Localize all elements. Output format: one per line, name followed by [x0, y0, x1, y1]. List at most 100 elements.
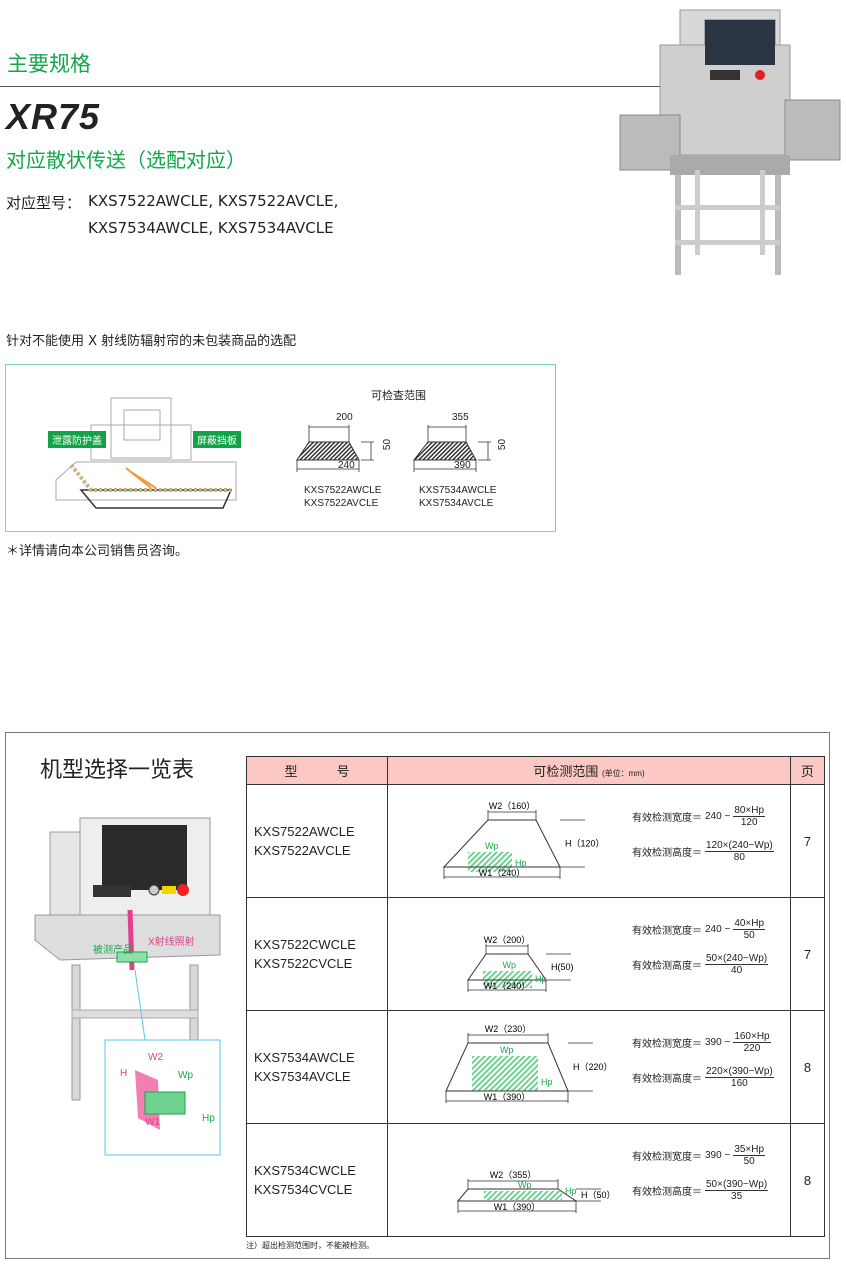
model-code: KXS7522CVCLE: [254, 956, 353, 971]
conveyor-illustration: [55, 397, 237, 509]
shape2-model-2: KXS7534AVCLE: [419, 498, 494, 509]
machine-illustration: [34, 817, 221, 1156]
height-numerator: 220×(390−Wp): [705, 1066, 774, 1078]
shape1-model-1: KXS7522AWCLE: [304, 485, 382, 496]
model-code: KXS7534CWCLE: [254, 1163, 356, 1178]
wp-label: Wp: [503, 960, 517, 970]
shape2-model-1: KXS7534AWCLE: [419, 485, 497, 496]
dim-w2-label: W2（200）: [484, 935, 531, 945]
table-row: KXS7534CWCLE KXS7534CVCLE W2（355） W1（390）…: [246, 1123, 825, 1237]
height-formula: 有效检测高度＝220×(390−Wp)160: [632, 1066, 774, 1089]
width-formula-label: 有效检测宽度＝: [632, 813, 702, 824]
model-code: KXS7534AVCLE: [254, 1069, 351, 1084]
page-number: 7: [790, 784, 825, 898]
intro-text: 针对不能使用 X 射线防辐射帘的未包装商品的选配: [6, 334, 297, 349]
conveyor-figure: 泄露防护盖 屏蔽挡板 可检查范围 200 240 50 KXS7522AWCLE…: [5, 364, 556, 532]
width-formula-label: 有效检测宽度＝: [632, 1039, 702, 1050]
header-model: 型 号: [246, 756, 388, 785]
model-code: KXS7522CWCLE: [254, 937, 356, 952]
width-formula-label: 有效检测宽度＝: [632, 926, 702, 937]
dim-w1: W1: [145, 1117, 160, 1128]
width-formula-base: 390 −: [705, 1037, 731, 1048]
hp-label: Hp: [515, 858, 527, 868]
shape1-bottom: 240: [338, 460, 355, 471]
dim-w2-label: W2（230）: [485, 1024, 532, 1034]
selection-panel: [5, 732, 830, 1259]
dim-w2-label: W2（355）: [490, 1170, 537, 1180]
width-formula-label: 有效检测宽度＝: [632, 1152, 702, 1163]
width-formula-base: 240 −: [705, 924, 731, 935]
range-shapes: [296, 425, 491, 472]
table-header: 型 号 可检测范围 (单位：mm) 页: [246, 756, 825, 785]
width-formula-base: 390 −: [705, 1150, 731, 1161]
trapezoid-diagram: W2（230） W1（390） H（220） Wp Hp: [445, 1024, 613, 1103]
model-name: XR75: [6, 96, 101, 137]
wp-label: Wp: [500, 1045, 514, 1055]
width-denominator: 50: [743, 1156, 755, 1167]
header-range-label: 可检测范围: [533, 764, 599, 779]
dim-h: H: [120, 1068, 128, 1079]
dim-w1-label: W1（240）: [479, 868, 526, 878]
subtitle: 对应散状传送（选配对应）: [6, 148, 246, 172]
height-formula-label: 有效检测高度＝: [632, 1187, 702, 1198]
table-row: KXS7522AWCLE KXS7522AVCLE W2（160） W1（240）…: [246, 784, 825, 898]
title-rule: [0, 86, 660, 87]
range-cell: W2（200） W1（240） H(50) Wp Hp 有效检测宽度＝240 −…: [387, 897, 791, 1011]
model-code: KXS7522AVCLE: [254, 843, 351, 858]
height-formula: 有效检测高度＝120×(240−Wp)80: [632, 840, 774, 863]
dim-w2-label: W2（160）: [489, 801, 536, 811]
height-denominator: 40: [731, 965, 743, 976]
trapezoid-diagram: W2（160） W1（240） H（120） Wp Hp: [442, 801, 605, 879]
xray-label: X射线照射: [148, 937, 195, 948]
model-code: KXS7534CVCLE: [254, 1182, 353, 1197]
dim-h-label: H(50): [551, 962, 574, 972]
shield-plate-label: 屏蔽挡板: [193, 431, 241, 448]
shape1-top: 200: [336, 412, 353, 423]
width-denominator: 120: [740, 817, 758, 828]
trapezoid-diagram: W2（200） W1（240） H(50) Wp Hp: [467, 935, 574, 992]
shape2-bottom: 390: [454, 460, 471, 471]
product-label: 被测产品: [93, 945, 133, 956]
height-denominator: 35: [731, 1191, 743, 1202]
trapezoid-diagram: W2（355） W1（390） H（50） Wp Hp: [456, 1170, 616, 1213]
model-cell: KXS7522CWCLE KXS7522CVCLE: [246, 897, 388, 1011]
hp-label: Hp: [565, 1186, 577, 1196]
dim-w1-label: W1（390）: [494, 1202, 541, 1212]
width-denominator: 50: [743, 930, 755, 941]
selection-title: 机型选择一览表: [40, 758, 195, 783]
footnote: ＊详情请向本公司销售员咨询。: [6, 544, 189, 559]
header-range: 可检测范围 (单位：mm): [387, 756, 791, 785]
height-formula: 有效检测高度＝50×(240−Wp)40: [632, 953, 769, 976]
machine-photo: [619, 9, 841, 275]
header-page: 页: [790, 756, 825, 785]
width-numerator: 80×Hp: [733, 805, 766, 817]
model-cell: KXS7534CWCLE KXS7534CVCLE: [246, 1123, 388, 1237]
dim-h-label: H（50）: [581, 1190, 616, 1200]
dim-w2: W2: [148, 1052, 163, 1063]
page-number: 7: [790, 897, 825, 1011]
section-title: 主要规格: [7, 52, 91, 76]
leak-cover-label: 泄露防护盖: [48, 431, 106, 448]
header-unit: (单位：mm): [601, 769, 645, 778]
dim-h-label: H（220）: [573, 1062, 613, 1072]
width-numerator: 40×Hp: [733, 918, 766, 930]
dim-w1-label: W1（240）: [484, 981, 531, 991]
wp-label: Wp: [518, 1180, 532, 1190]
range-cell: W2（230） W1（390） H（220） Wp Hp 有效检测宽度＝390 …: [387, 1010, 791, 1124]
range-cell: W2（355） W1（390） H（50） Wp Hp 有效检测宽度＝390 −…: [387, 1123, 791, 1237]
page-number: 8: [790, 1123, 825, 1237]
hp-label: Hp: [535, 974, 547, 984]
model-code: KXS7522AWCLE: [254, 824, 355, 839]
dim-h-label: H（120）: [565, 839, 605, 849]
hp-label: Hp: [541, 1077, 553, 1087]
model-cell: KXS7522AWCLE KXS7522AVCLE: [246, 784, 388, 898]
width-numerator: 35×Hp: [733, 1144, 766, 1156]
height-formula-label: 有效检测高度＝: [632, 961, 702, 972]
dim-wp: Wp: [178, 1070, 193, 1081]
models-label: 对应型号：: [6, 194, 82, 212]
models-line-2: KXS7534AWCLE, KXS7534AVCLE: [88, 219, 334, 237]
